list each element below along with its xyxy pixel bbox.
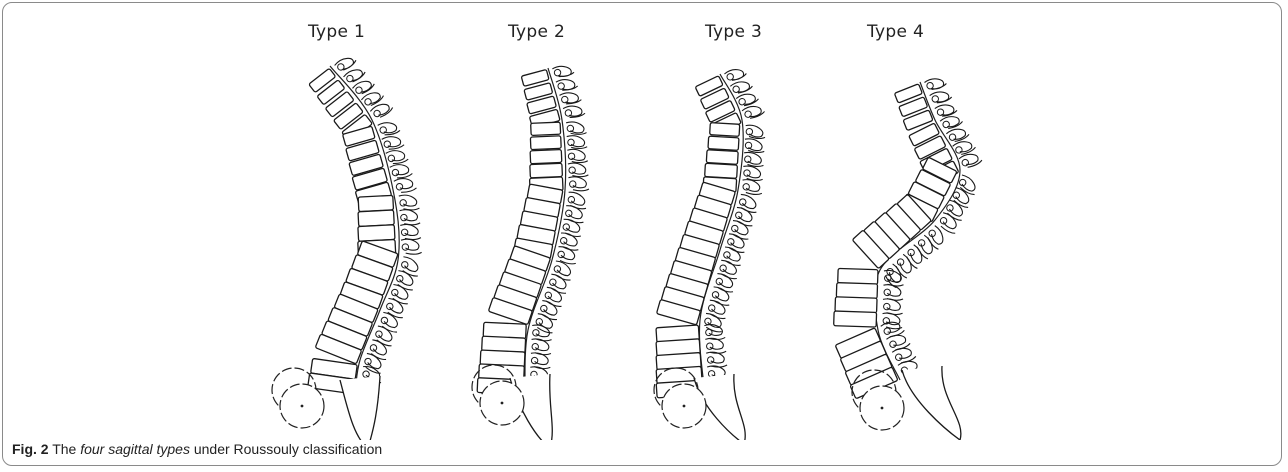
figure-caption: Fig. 2 The four sagittal types under Rou… bbox=[12, 441, 382, 457]
caption-emphasis: four sagittal types bbox=[80, 441, 190, 457]
caption-post: under Roussouly classification bbox=[194, 441, 382, 457]
spine-type-4 bbox=[834, 74, 983, 440]
spine-type-2 bbox=[472, 63, 589, 440]
spine-type-1 bbox=[272, 52, 423, 440]
caption-pre: The bbox=[52, 441, 76, 457]
spine-illustrations bbox=[0, 0, 1288, 440]
spine-type-3 bbox=[654, 64, 766, 440]
figure-number: Fig. 2 bbox=[12, 441, 49, 457]
